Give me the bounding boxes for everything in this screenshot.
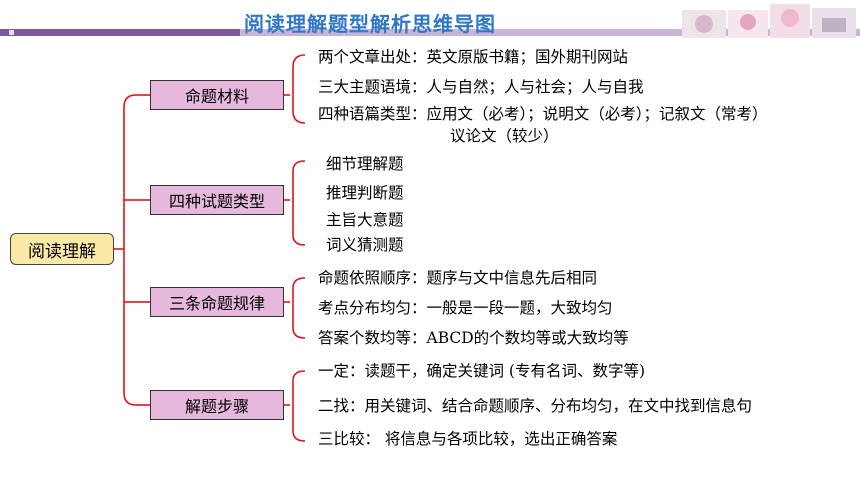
leaf-item: 细节理解题 xyxy=(326,155,404,173)
leaf-item: 答案个数均等：ABCD的个数均等或大致均等 xyxy=(318,329,629,347)
branch-node-steps: 解题步骤 xyxy=(150,390,284,420)
leaf-item: 议论文（较少） xyxy=(450,127,559,145)
page-title: 阅读理解题型解析思维导图 xyxy=(244,12,496,36)
header-bar-accent xyxy=(0,29,240,36)
leaf-item: 推理判断题 xyxy=(326,184,404,202)
leaf-item: 主旨大意题 xyxy=(326,211,404,229)
leaf-item: 一定：读题干，确定关键词 (专有名词、数字等) xyxy=(318,362,646,380)
leaf-item: 两个文章出处：英文原版书籍；国外期刊网站 xyxy=(318,48,629,66)
leaf-item: 三大主题语境：人与自然；人与社会；人与自我 xyxy=(318,78,644,96)
leaf-item: 词义猜测题 xyxy=(326,236,404,254)
header-decorative-photos xyxy=(682,4,856,38)
leaf-item: 四种语篇类型：应用文（必考）；说明文（必考）；记叙文（常考） xyxy=(318,105,768,123)
root-node: 阅读理解 xyxy=(10,233,114,265)
leaf-item: 二找：用关键词、结合命题顺序、分布均匀，在文中找到信息句 xyxy=(318,397,753,415)
leaf-item: 考点分布均匀：一般是一段一题，大致均匀 xyxy=(318,299,613,317)
leaf-item: 命题依照顺序：题序与文中信息先后相同 xyxy=(318,269,598,287)
leaf-item: 三比较： 将信息与各项比较，选出正确答案 xyxy=(318,430,618,448)
header-bar xyxy=(0,29,860,36)
corner-decoration xyxy=(2,24,21,35)
branch-node-materials: 命题材料 xyxy=(150,80,284,110)
branch-node-rules: 三条命题规律 xyxy=(150,287,284,317)
branch-node-question-types: 四种试题类型 xyxy=(150,185,284,215)
